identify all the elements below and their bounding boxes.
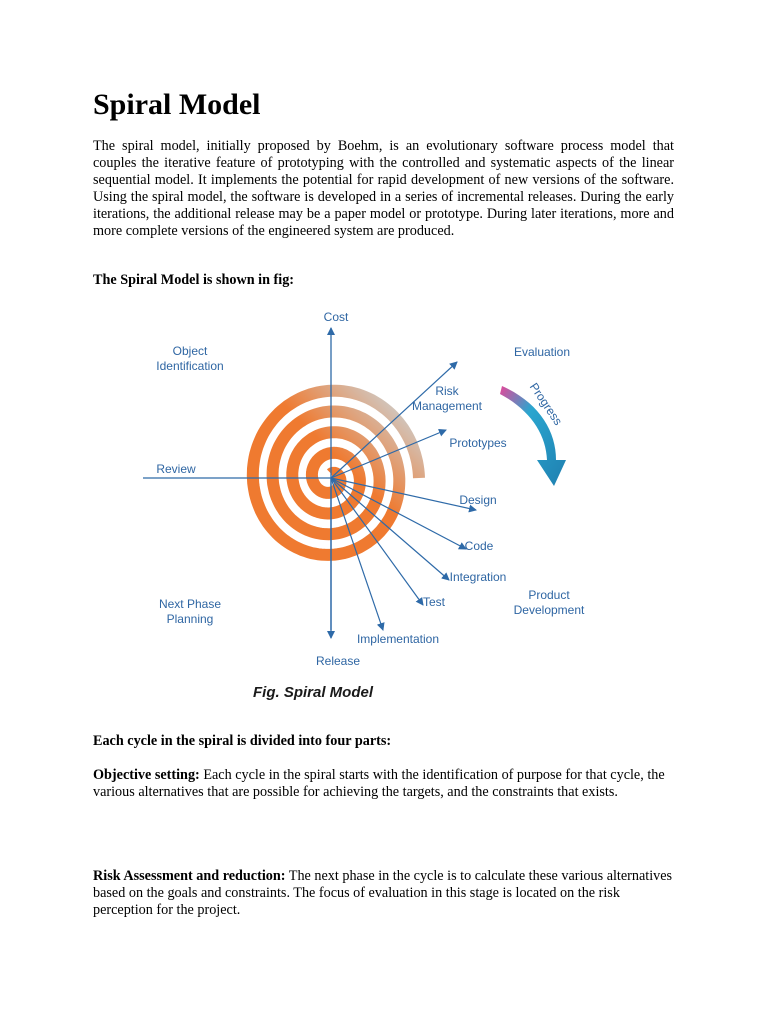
intro-paragraph: The spiral model, initially proposed by … [93, 138, 674, 239]
label-design: Design [459, 493, 496, 507]
risk-assessment-text: The next phase in the cycle is to calcul… [93, 868, 673, 918]
figure-heading: The Spiral Model is shown in fig: [93, 272, 295, 288]
label-prototypes: Prototypes [449, 436, 506, 450]
label-review: Review [156, 462, 196, 476]
label-object-identification-1: Object [173, 344, 208, 358]
evaluation-arrow [330, 361, 458, 479]
label-implementation: Implementation [357, 632, 439, 646]
objective-setting-label: Objective setting: [93, 767, 200, 783]
prototypes-arrow [330, 429, 447, 479]
code-arrow [330, 477, 467, 550]
design-arrow [330, 477, 477, 513]
figure-caption: Fig. Spiral Model [253, 684, 374, 701]
spiral-model-figure: Cost Object Identification Evaluation Ri… [0, 300, 768, 720]
label-release: Release [316, 654, 360, 668]
integration-arrow [330, 477, 450, 581]
page-title: Spiral Model [93, 88, 261, 121]
label-object-identification-2: Identification [156, 359, 223, 373]
label-integration: Integration [450, 570, 507, 584]
label-test: Test [423, 595, 446, 609]
risk-assessment-paragraph: Risk Assessment and reduction: The next … [93, 868, 674, 919]
label-product-2: Development [514, 603, 585, 617]
objective-setting-text: Each cycle in the spiral starts with the… [93, 767, 665, 800]
progress-arrow [500, 386, 566, 486]
label-cost: Cost [324, 310, 349, 324]
risk-assessment-label: Risk Assessment and reduction: [93, 868, 286, 884]
label-evaluation: Evaluation [514, 345, 570, 359]
test-arrow [330, 477, 424, 606]
objective-setting-paragraph: Objective setting: Each cycle in the spi… [93, 767, 674, 801]
label-product-1: Product [528, 588, 570, 602]
implementation-arrow [330, 477, 385, 631]
label-next-phase-1: Next Phase [159, 597, 221, 611]
label-code: Code [465, 539, 494, 553]
label-risk-1: Risk [435, 384, 459, 398]
cycle-heading: Each cycle in the spiral is divided into… [93, 733, 392, 749]
spiral-band [246, 384, 425, 561]
spiral-diagram: Cost Object Identification Evaluation Ri… [143, 310, 585, 668]
label-next-phase-2: Planning [167, 612, 214, 626]
label-risk-2: Management [412, 399, 483, 413]
